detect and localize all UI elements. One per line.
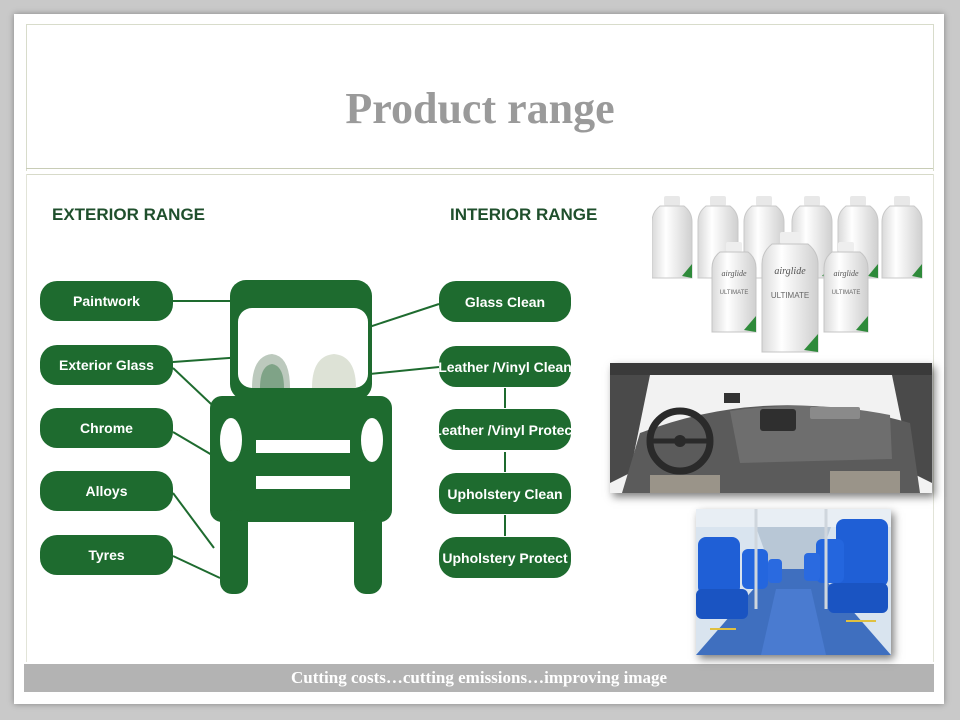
bottle-icon: airglide ULTIMATE xyxy=(761,232,819,353)
exterior-item-paintwork: Paintwork xyxy=(40,281,173,321)
svg-text:Paintwork: Paintwork xyxy=(73,293,140,309)
exterior-item-tyres: Tyres xyxy=(40,535,173,575)
svg-text:Leather /Vinyl Clean: Leather /Vinyl Clean xyxy=(438,359,572,375)
bottle-brand-label: airglide xyxy=(833,269,858,278)
divider xyxy=(26,174,933,175)
divider xyxy=(26,168,933,169)
bottle-icon xyxy=(652,196,693,279)
svg-text:Alloys: Alloys xyxy=(85,483,127,499)
content-area xyxy=(26,174,934,662)
slide-title: Product range xyxy=(345,84,615,133)
bottle-brand-label: airglide xyxy=(721,269,746,278)
bottle-sub-label: ULTIMATE xyxy=(720,290,749,296)
vehicle-front-icon xyxy=(210,280,392,594)
svg-text:Tyres: Tyres xyxy=(88,547,125,563)
bottle-sub-label: ULTIMATE xyxy=(771,291,809,300)
bottle-sub-label: ULTIMATE xyxy=(832,290,861,296)
svg-text:Exterior Glass: Exterior Glass xyxy=(59,357,154,373)
bottle-icon: airglide ULTIMATE xyxy=(823,242,869,333)
exterior-item-exterior-glass: Exterior Glass xyxy=(40,345,173,385)
exterior-range-heading: EXTERIOR RANGE xyxy=(52,205,205,224)
interior-range-heading: INTERIOR RANGE xyxy=(450,205,597,224)
svg-text:Upholstery Protect: Upholstery Protect xyxy=(442,550,568,566)
svg-text:Leather /Vinyl Protect: Leather /Vinyl Protect xyxy=(433,422,577,438)
svg-text:Chrome: Chrome xyxy=(80,420,133,436)
truck-dashboard-photo xyxy=(610,363,932,493)
interior-range-list: Glass Clean Leather /Vinyl Clean Leather… xyxy=(433,281,577,578)
exterior-item-chrome: Chrome xyxy=(40,408,173,448)
interior-item-glass-clean: Glass Clean xyxy=(439,281,571,322)
bottle-brand-label: airglide xyxy=(774,266,806,277)
product-bottles-image: airglide ULTIMATE airglide ULTIMATE airg… xyxy=(652,196,923,353)
interior-item-upholstery-protect: Upholstery Protect xyxy=(439,537,571,578)
bottle-icon xyxy=(881,196,923,279)
bottle-icon: airglide ULTIMATE xyxy=(711,242,757,333)
exterior-range-list: Paintwork Exterior Glass Chrome Alloys T… xyxy=(40,281,173,575)
exterior-item-alloys: Alloys xyxy=(40,471,173,511)
interior-item-leather-vinyl-protect: Leather /Vinyl Protect xyxy=(433,409,577,450)
bus-seats-photo xyxy=(696,509,891,655)
svg-text:Glass Clean: Glass Clean xyxy=(465,294,545,310)
interior-item-upholstery-clean: Upholstery Clean xyxy=(439,473,571,514)
title-area: Product range xyxy=(26,24,934,171)
interior-item-leather-vinyl-clean: Leather /Vinyl Clean xyxy=(438,346,572,387)
footer-banner: Cutting costs…cutting emissions…improvin… xyxy=(24,664,934,692)
svg-text:Upholstery Clean: Upholstery Clean xyxy=(447,486,562,502)
